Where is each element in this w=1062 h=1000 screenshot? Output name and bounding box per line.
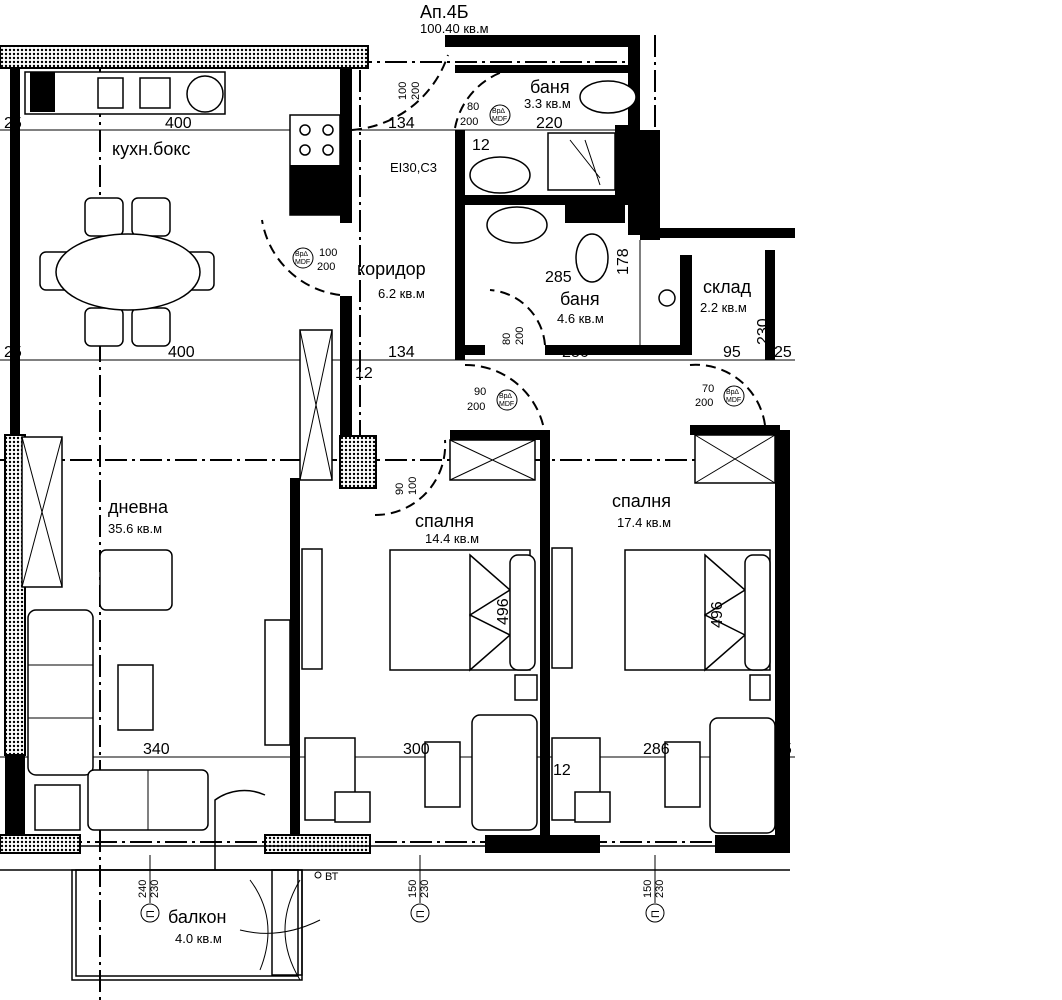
svg-text:300: 300 — [403, 741, 430, 758]
bathroom-fixtures — [301, 80, 676, 670]
apartment-name: Ап.4Б — [420, 2, 469, 22]
room-kitchen-name: кухн.бокс — [112, 139, 190, 159]
living-furniture — [21, 329, 333, 831]
svg-text:95: 95 — [723, 344, 741, 361]
room-living-name: дневна — [108, 497, 169, 517]
svg-text:25: 25 — [774, 741, 792, 758]
bedroom1-furniture — [304, 439, 538, 831]
svg-text:100: 100 — [407, 477, 419, 495]
room-balcony-name: балкон — [168, 907, 226, 927]
room-corridor-area: 6.2 кв.м — [378, 286, 425, 301]
svg-text:200: 200 — [695, 397, 713, 409]
axis-lines — [0, 35, 790, 1000]
room-bedroom2-area: 17.4 кв.м — [617, 515, 671, 530]
svg-text:25: 25 — [774, 344, 792, 361]
window-height: 230 — [149, 880, 161, 898]
dining-table — [39, 197, 215, 347]
svg-text:80: 80 — [501, 333, 513, 345]
window-type-bedroom1: П — [415, 910, 427, 918]
fire-rating: EI30,C3 — [390, 160, 437, 175]
svg-text:25: 25 — [4, 344, 22, 361]
svg-text:25: 25 — [4, 115, 22, 132]
svg-text:200: 200 — [467, 401, 485, 413]
door-tag-storage: 70 200 Вр∆ MDF — [695, 383, 745, 409]
svg-text:Вр∆: Вр∆ — [726, 389, 740, 396]
svg-text:496: 496 — [709, 601, 726, 628]
labels: Ап.4Б 100.40 кв.м кухн.бокс дневна 35.6 … — [108, 2, 752, 946]
door-tag-kitchen: Вр∆ MDF 100 200 — [292, 247, 337, 273]
svg-text:100: 100 — [319, 247, 337, 259]
window-type-balcony: П — [145, 910, 157, 918]
svg-text:25: 25 — [640, 204, 658, 221]
svg-text:178: 178 — [615, 248, 632, 275]
svg-text:134: 134 — [388, 115, 415, 132]
room-corridor-name: коридор — [357, 259, 426, 279]
room-balcony-area: 4.0 кв.м — [175, 931, 222, 946]
svg-text:200: 200 — [317, 261, 335, 273]
svg-text:496: 496 — [495, 598, 512, 625]
svg-text:286: 286 — [562, 344, 589, 361]
svg-text:MDF: MDF — [295, 259, 310, 266]
svg-text:Вр∆: Вр∆ — [499, 393, 513, 400]
svg-text:400: 400 — [168, 344, 195, 361]
dimension-labels: 25 400 134 220 12 285 178 25 25 400 134 … — [4, 115, 792, 779]
window-markers: П П П 240 230 150 230 150 230 — [137, 855, 666, 923]
svg-text:220: 220 — [536, 115, 563, 132]
door-tag-bedroom1: 90 200 Вр∆ MDF — [467, 386, 518, 413]
svg-text:134: 134 — [388, 344, 415, 361]
balcony-marker: ВТ — [325, 871, 339, 883]
svg-text:12: 12 — [553, 762, 571, 779]
door-tag-bath-small: 80 200 Вр∆ MDF — [460, 101, 511, 128]
door-swings — [214, 54, 766, 870]
svg-text:Вр∆: Вр∆ — [492, 108, 506, 115]
room-storage-area: 2.2 кв.м — [700, 300, 747, 315]
svg-text:286: 286 — [643, 741, 670, 758]
window-width: 150 — [642, 880, 654, 898]
window-type-bedroom2: П — [650, 910, 662, 918]
walls — [0, 35, 795, 871]
room-living-area: 35.6 кв.м — [108, 521, 162, 536]
room-bath-small-area: 3.3 кв.м — [524, 96, 571, 111]
svg-text:400: 400 — [165, 115, 192, 132]
svg-text:MDF: MDF — [492, 116, 507, 123]
window-width: 150 — [407, 880, 419, 898]
room-bath-large-area: 4.6 кв.м — [557, 311, 604, 326]
svg-text:285: 285 — [545, 269, 572, 286]
door-tag-living: 90 100 — [394, 477, 419, 495]
room-bedroom2-name: спалня — [612, 491, 671, 511]
svg-text:Вр∆: Вр∆ — [295, 251, 309, 258]
svg-text:200: 200 — [410, 82, 422, 100]
window-height: 230 — [654, 880, 666, 898]
drain-icon — [314, 871, 322, 879]
room-bedroom1-name: спалня — [415, 511, 474, 531]
kitchen-units — [24, 71, 341, 216]
svg-text:12: 12 — [355, 365, 373, 382]
room-bedroom1-area: 14.4 кв.м — [425, 531, 479, 546]
room-storage-name: склад — [703, 277, 752, 297]
room-bath-large-name: баня — [560, 289, 600, 309]
door-tag-bath-large: 80 200 — [501, 327, 526, 345]
svg-text:80: 80 — [467, 101, 479, 113]
room-bath-small-name: баня — [530, 77, 570, 97]
bedroom2-furniture — [551, 434, 776, 834]
window-height: 230 — [419, 880, 431, 898]
door-tag-entrance: 100 200 — [397, 82, 422, 100]
svg-text:340: 340 — [143, 741, 170, 758]
svg-text:MDF: MDF — [726, 397, 741, 404]
balcony: ВТ — [71, 869, 339, 981]
svg-text:12: 12 — [472, 137, 490, 154]
svg-text:200: 200 — [460, 116, 478, 128]
svg-text:70: 70 — [702, 383, 714, 395]
door-tags: 100 200 80 200 Вр∆ MDF Вр∆ MDF 100 200 8… — [292, 82, 745, 495]
window-width: 240 — [137, 880, 149, 898]
svg-text:MDF: MDF — [499, 401, 514, 408]
apartment-area: 100.40 кв.м — [420, 21, 489, 36]
svg-text:90: 90 — [394, 483, 406, 495]
svg-text:200: 200 — [514, 327, 526, 345]
svg-text:100: 100 — [397, 82, 409, 100]
svg-text:90: 90 — [474, 386, 486, 398]
svg-text:230: 230 — [755, 318, 772, 345]
